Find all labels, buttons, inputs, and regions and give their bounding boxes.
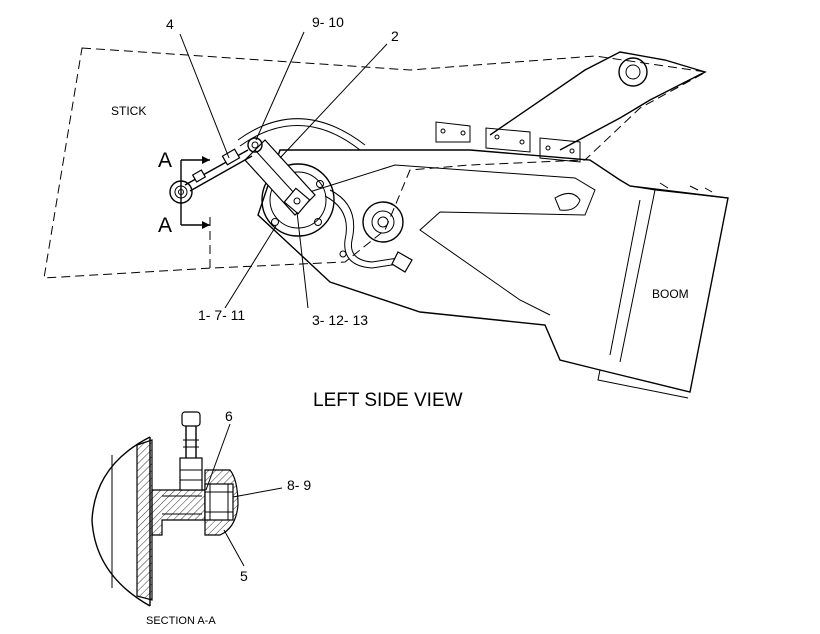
- boom-label: BOOM: [652, 287, 689, 301]
- section-leader-lines: [205, 423, 283, 567]
- leader-lines: [179, 31, 388, 309]
- callout-2: 2: [391, 28, 399, 44]
- section-marker-top: A: [158, 149, 172, 172]
- boom-body: [257, 51, 729, 399]
- callout-8-9: 8- 9: [287, 477, 311, 493]
- stick-outline: [43, 47, 708, 279]
- view-title: LEFT SIDE VIEW: [313, 390, 463, 411]
- stick-label: STICK: [111, 104, 146, 118]
- callout-9-10: 9- 10: [312, 14, 344, 30]
- pivot-assembly: [237, 118, 413, 273]
- section-a-a-detail: [91, 411, 239, 607]
- section-cut-line: [180, 156, 210, 229]
- tube-assembly-4: [169, 148, 253, 204]
- callout-1-7-11: 1- 7- 11: [198, 307, 245, 323]
- callout-4: 4: [166, 16, 174, 32]
- section-marker-bottom: A: [158, 214, 172, 237]
- callout-5: 5: [240, 568, 248, 584]
- callout-3-12-13: 3- 12- 13: [312, 312, 368, 328]
- callout-6: 6: [225, 408, 233, 424]
- section-title: SECTION A-A: [146, 615, 216, 627]
